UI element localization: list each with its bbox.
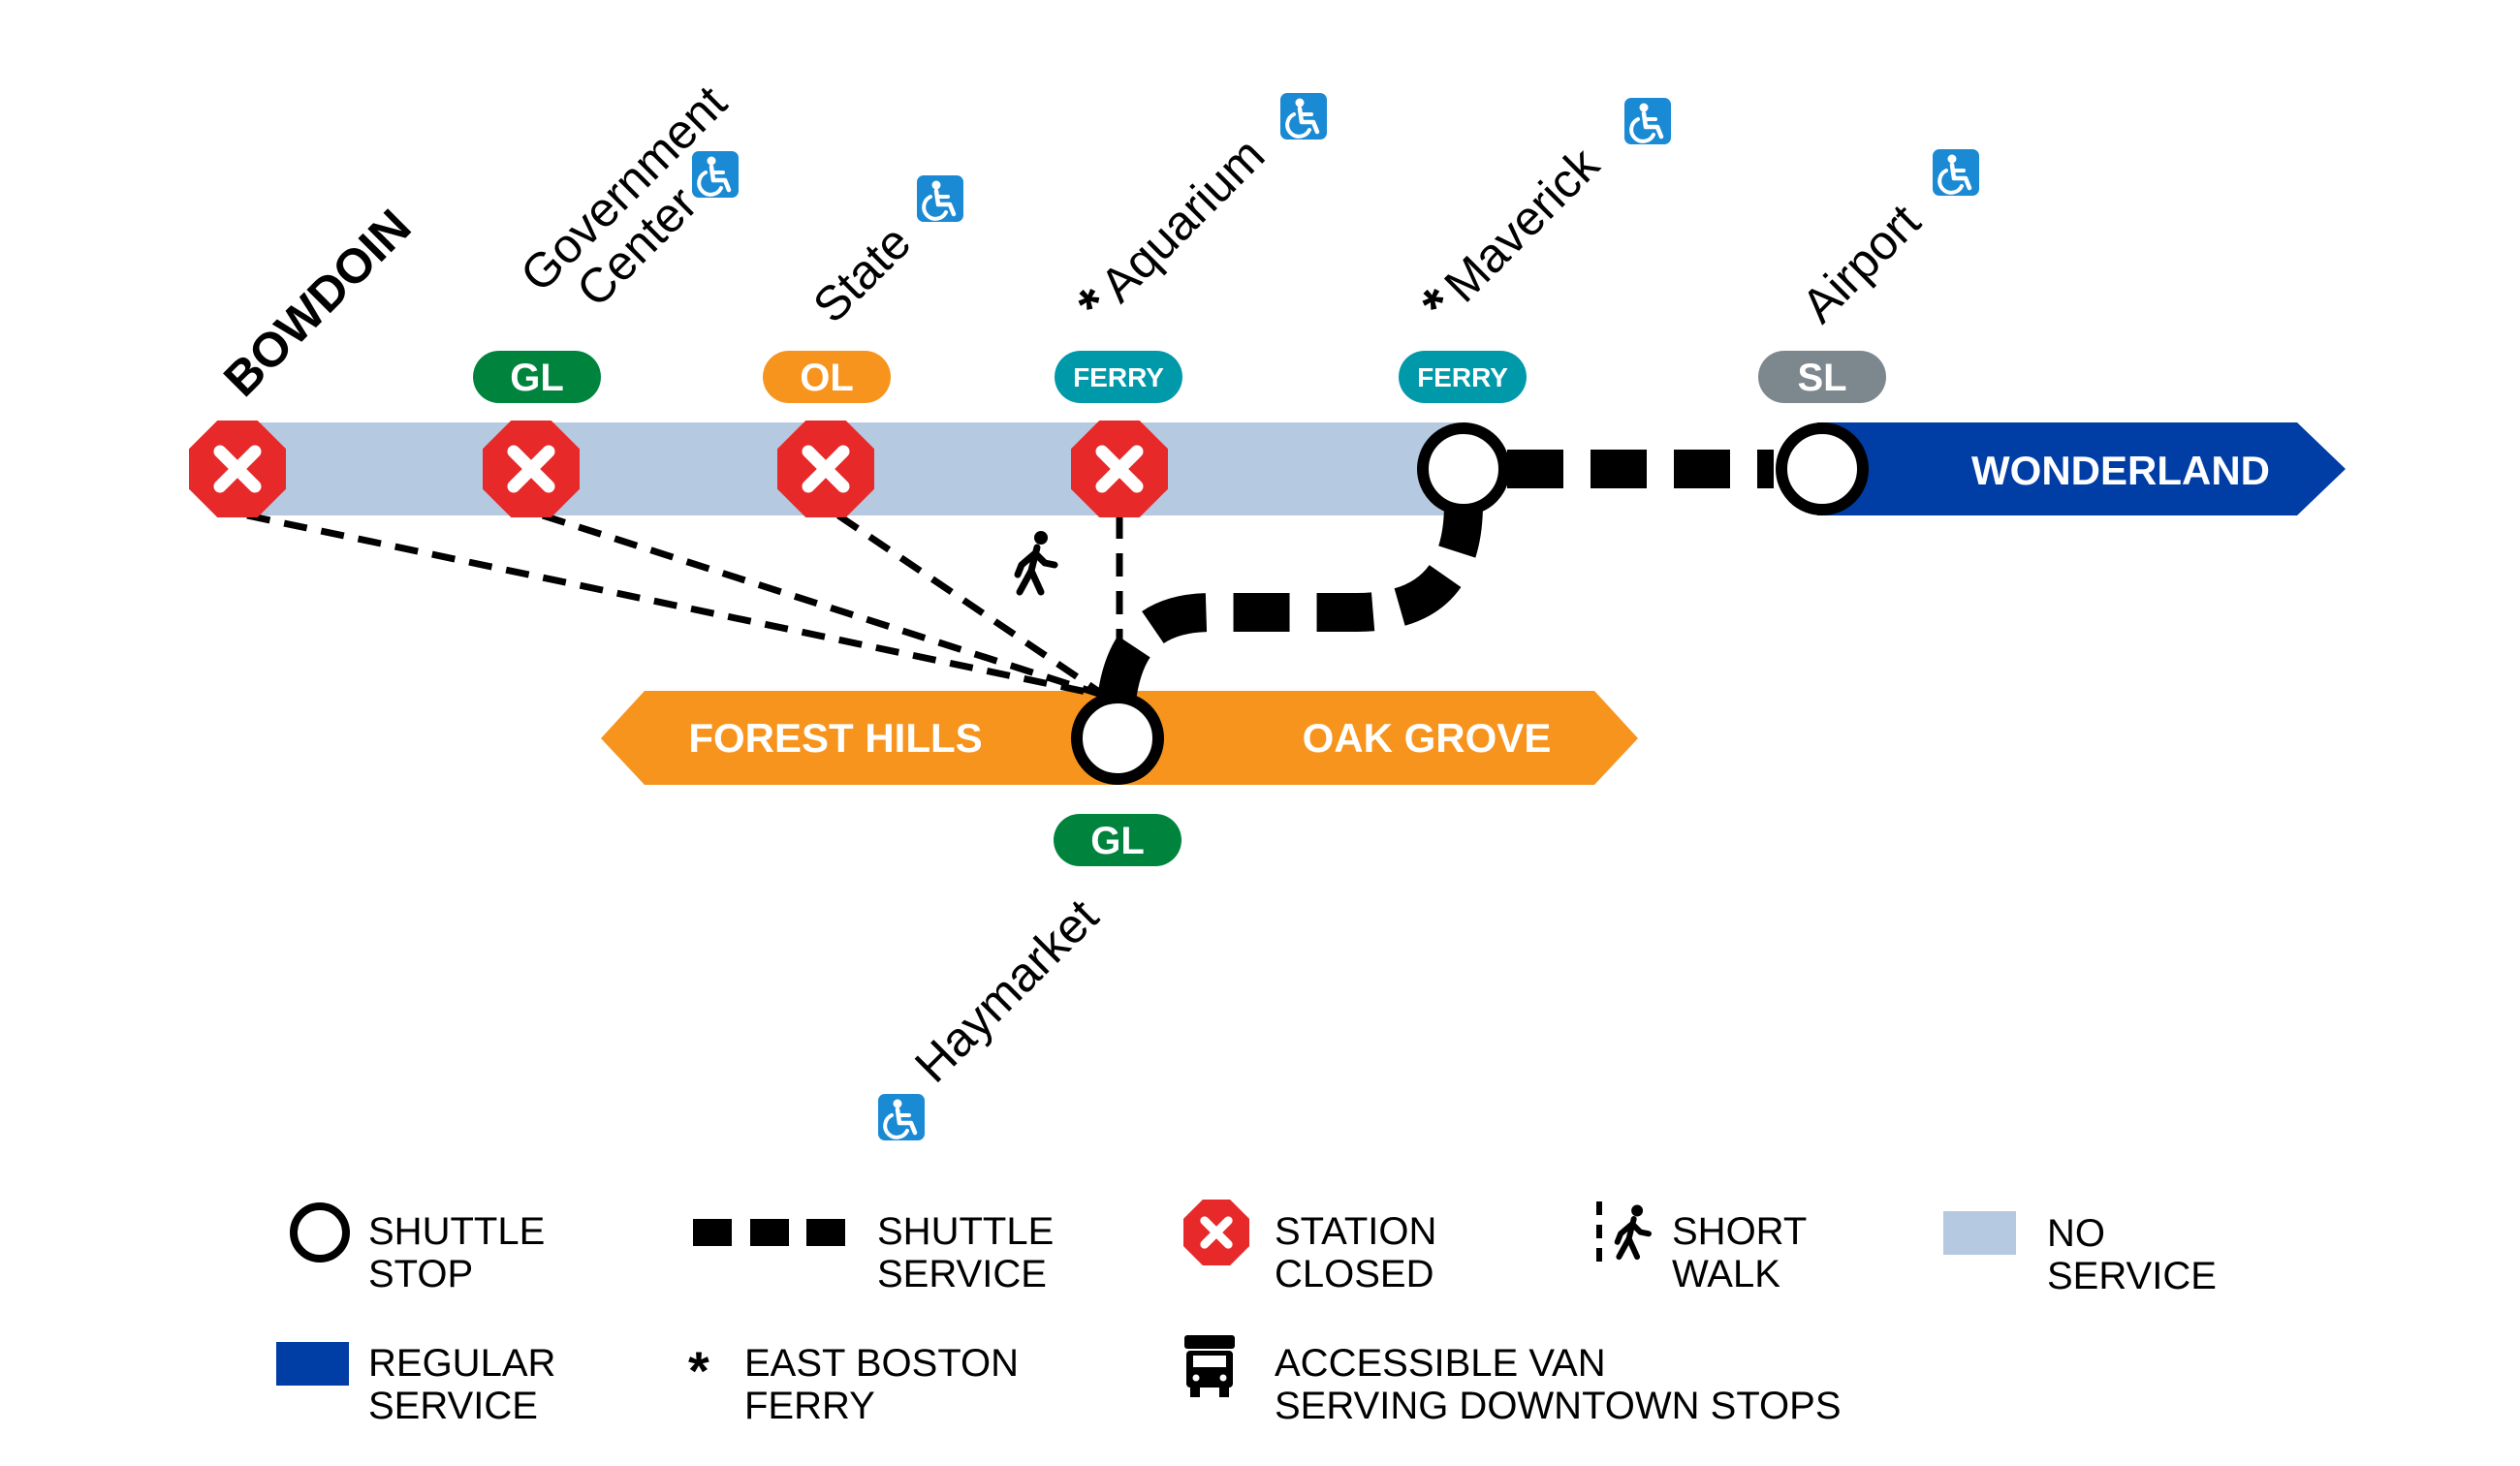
- wonderland-label: WONDERLAND: [1971, 448, 2270, 493]
- svg-text:OL: OL: [800, 357, 854, 399]
- shuttle-stop-maverick[interactable]: [1417, 422, 1510, 515]
- legend: SHUTTLE STOP SHUTTLE SERVICE STATION CLO…: [276, 1200, 2217, 1427]
- walk-route-government-center: [541, 512, 1107, 700]
- station-label-maverick: * Maverick: [1409, 137, 1610, 334]
- station-label-airport: Airport: [1791, 194, 1931, 333]
- legend-ferry-mark: *: [688, 1340, 709, 1401]
- oak-grove-label: OAK GROVE: [1303, 715, 1552, 761]
- svg-text:SL: SL: [1797, 357, 1846, 399]
- accessible-icon-haymarket: [878, 1094, 925, 1140]
- legend-short-walk-icon: [1596, 1201, 1649, 1269]
- svg-text:SHORT: SHORT: [1672, 1210, 1807, 1253]
- legend-accessible-van-icon: [1184, 1335, 1235, 1397]
- legend-regular-service-swatch: [276, 1342, 349, 1386]
- svg-text:SHUTTLE: SHUTTLE: [368, 1210, 545, 1253]
- legend-station-closed-icon: [1183, 1200, 1249, 1265]
- station-label-government-center: Government Center: [510, 76, 737, 318]
- station-label-state: State: [803, 215, 921, 333]
- connection-badge-maverick: FERRY: [1399, 351, 1527, 403]
- svg-text:EAST BOSTON: EAST BOSTON: [744, 1342, 1019, 1385]
- station-closed-bowdoin[interactable]: [189, 421, 286, 517]
- blue-line-band: WONDERLAND: [1817, 422, 2346, 515]
- connection-badge-aquarium: FERRY: [1055, 351, 1182, 403]
- svg-text:SERVICE: SERVICE: [368, 1385, 538, 1427]
- shuttle-route-haymarket-maverick: [1097, 503, 1483, 703]
- svg-text:FERRY: FERRY: [1417, 362, 1508, 392]
- legend-no-service-swatch: [1943, 1211, 2016, 1255]
- accessible-icon-airport: [1933, 149, 1979, 196]
- svg-text:REGULAR: REGULAR: [368, 1342, 555, 1385]
- svg-text:Aquarium: Aquarium: [1089, 128, 1275, 313]
- svg-text:ACCESSIBLE VAN: ACCESSIBLE VAN: [1275, 1342, 1606, 1385]
- svg-text:Maverick: Maverick: [1433, 137, 1610, 313]
- accessible-icon-maverick: [1624, 98, 1671, 144]
- station-closed-state[interactable]: [777, 421, 874, 517]
- connection-badge-airport: SL: [1758, 351, 1886, 403]
- station-label-bowdoin: BOWDOIN: [213, 199, 421, 406]
- svg-text:SERVICE: SERVICE: [877, 1253, 1047, 1295]
- svg-text:GL: GL: [1090, 820, 1145, 862]
- svg-text:STOP: STOP: [368, 1253, 473, 1295]
- svg-text:WALK: WALK: [1672, 1253, 1780, 1295]
- short-walk-routes: [246, 512, 1123, 700]
- walker-icon: [1018, 531, 1055, 592]
- svg-text:GL: GL: [510, 357, 564, 399]
- svg-text:NO: NO: [2047, 1212, 2105, 1255]
- accessible-icon-government-center: [692, 151, 739, 198]
- legend-shuttle-stop-icon: [290, 1202, 350, 1263]
- station-label-aquarium: * Aquarium: [1065, 128, 1275, 334]
- shuttle-stop-haymarket[interactable]: [1071, 692, 1164, 785]
- svg-text:FERRY: FERRY: [744, 1385, 875, 1427]
- station-closed-aquarium[interactable]: [1071, 421, 1168, 517]
- accessible-icon-aquarium: [1280, 93, 1327, 140]
- station-label-haymarket: Haymarket: [904, 889, 1109, 1093]
- shuttle-service-route: [1097, 450, 1774, 703]
- station-closed-government-center[interactable]: [483, 421, 580, 517]
- legend-shuttle-service-icon: [693, 1219, 845, 1246]
- svg-text:SHUTTLE: SHUTTLE: [877, 1210, 1054, 1253]
- svg-text:State: State: [803, 215, 921, 333]
- svg-text:STATION: STATION: [1275, 1210, 1436, 1253]
- svg-text:Haymarket: Haymarket: [904, 889, 1109, 1093]
- svg-text:SERVING DOWNTOWN STOPS: SERVING DOWNTOWN STOPS: [1275, 1385, 1842, 1427]
- connection-badge-haymarket: GL: [1054, 814, 1181, 866]
- walk-route-bowdoin: [246, 512, 1106, 700]
- svg-text:Airport: Airport: [1791, 194, 1931, 333]
- shuttle-stop-airport[interactable]: [1776, 422, 1869, 515]
- svg-text:SERVICE: SERVICE: [2047, 1255, 2217, 1297]
- svg-text:BOWDOIN: BOWDOIN: [213, 199, 421, 406]
- forest-hills-label: FOREST HILLS: [688, 715, 982, 761]
- svg-text:CLOSED: CLOSED: [1275, 1253, 1434, 1295]
- connection-badge-government-center: GL: [473, 351, 601, 403]
- connection-badge-state: OL: [763, 351, 891, 403]
- walk-route-state: [836, 513, 1107, 699]
- svg-text:FERRY: FERRY: [1073, 362, 1164, 392]
- accessible-icon-state: [917, 175, 963, 222]
